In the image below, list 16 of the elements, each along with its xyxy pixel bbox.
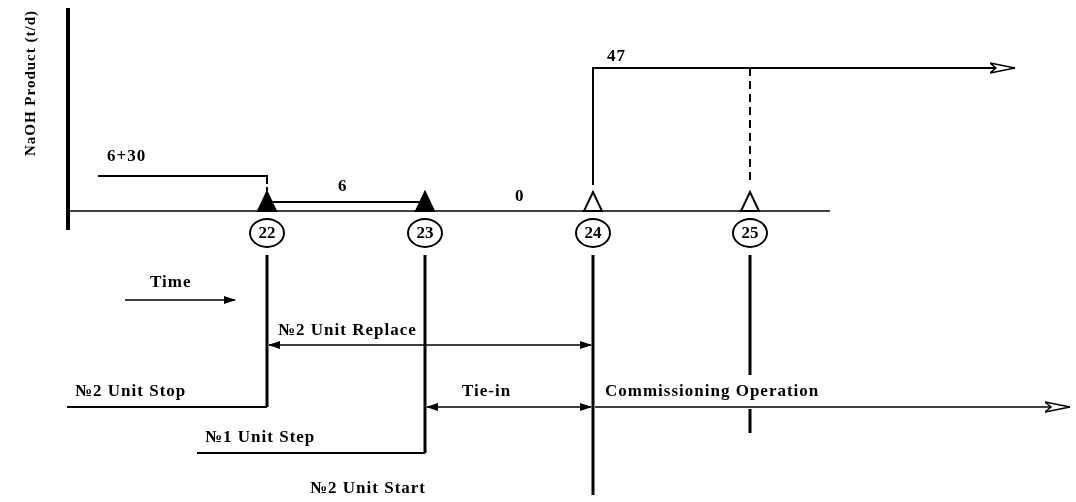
span-label: Tie-in: [462, 381, 512, 401]
axis-label: Time: [150, 272, 192, 292]
milestone-number: 25: [732, 218, 768, 248]
span-label: Commissioning Operation: [605, 381, 820, 401]
axis-title: NaOH Product (t/d): [21, 10, 39, 157]
value-label: 6: [338, 176, 348, 196]
value-label: 47: [607, 46, 626, 66]
milestone-number: 23: [407, 218, 443, 248]
milestone-number: 24: [575, 218, 611, 248]
value-label: 0: [515, 186, 525, 206]
event-label: №2 Unit Start: [310, 478, 427, 498]
event-label: №1 Unit Step: [205, 427, 316, 447]
value-label: 6+30: [107, 146, 147, 166]
milestone-number: 22: [249, 218, 285, 248]
event-label: №2 Unit Stop: [75, 381, 187, 401]
span-label: №2 Unit Replace: [278, 320, 417, 340]
